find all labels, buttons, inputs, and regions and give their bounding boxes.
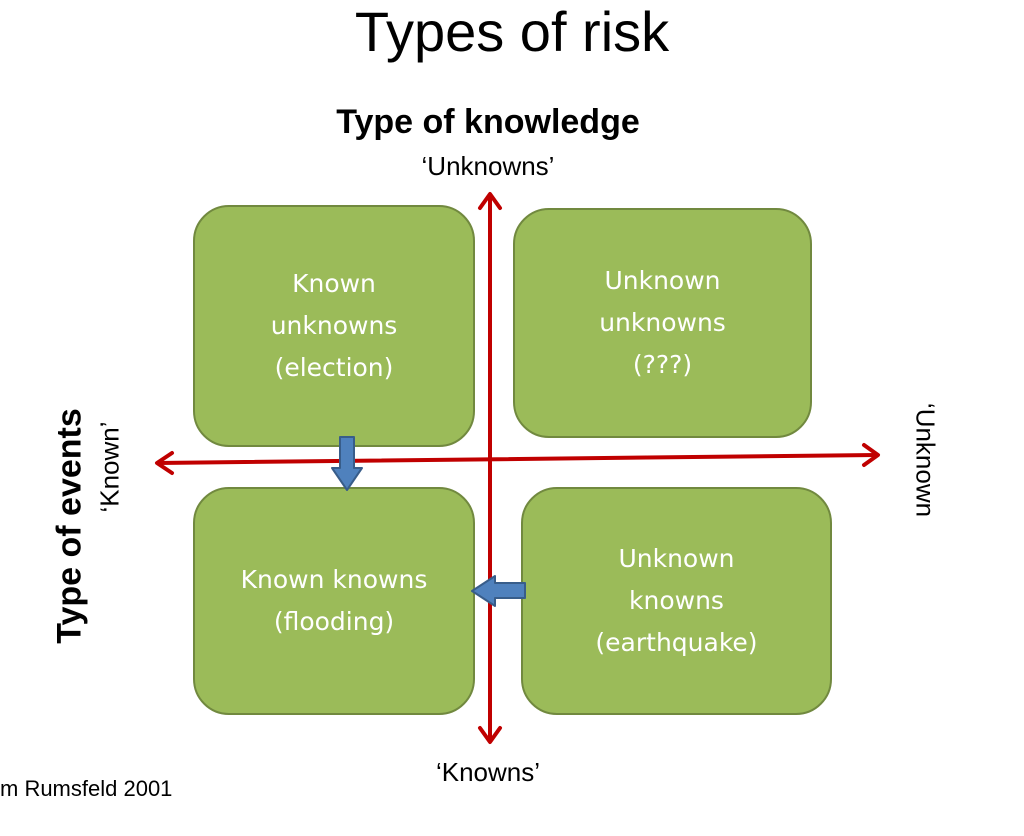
left-arrow-icon	[471, 575, 526, 607]
quadrant-unknown-knowns: Unknown knowns (earthquake)	[521, 487, 832, 715]
quadrant-known-unknowns: Known unknowns (election)	[193, 205, 475, 447]
unknowns-label: ‘Unknowns’	[421, 151, 555, 181]
quadrant-unknown-unknowns: Unknown unknowns (???)	[513, 208, 812, 438]
vertical-axis-arrow	[478, 192, 502, 744]
quadrant-known-knowns: Known knowns (flooding)	[193, 487, 475, 715]
source-citation: m Rumsfeld 2001	[0, 776, 173, 801]
page-title: Types of risk	[354, 0, 670, 63]
horizontal-axis-arrow	[155, 443, 880, 475]
down-arrow-icon	[331, 436, 363, 491]
knowledge-axis-title: Type of knowledge	[336, 103, 640, 141]
knowns-label: ‘Knowns’	[435, 757, 541, 787]
